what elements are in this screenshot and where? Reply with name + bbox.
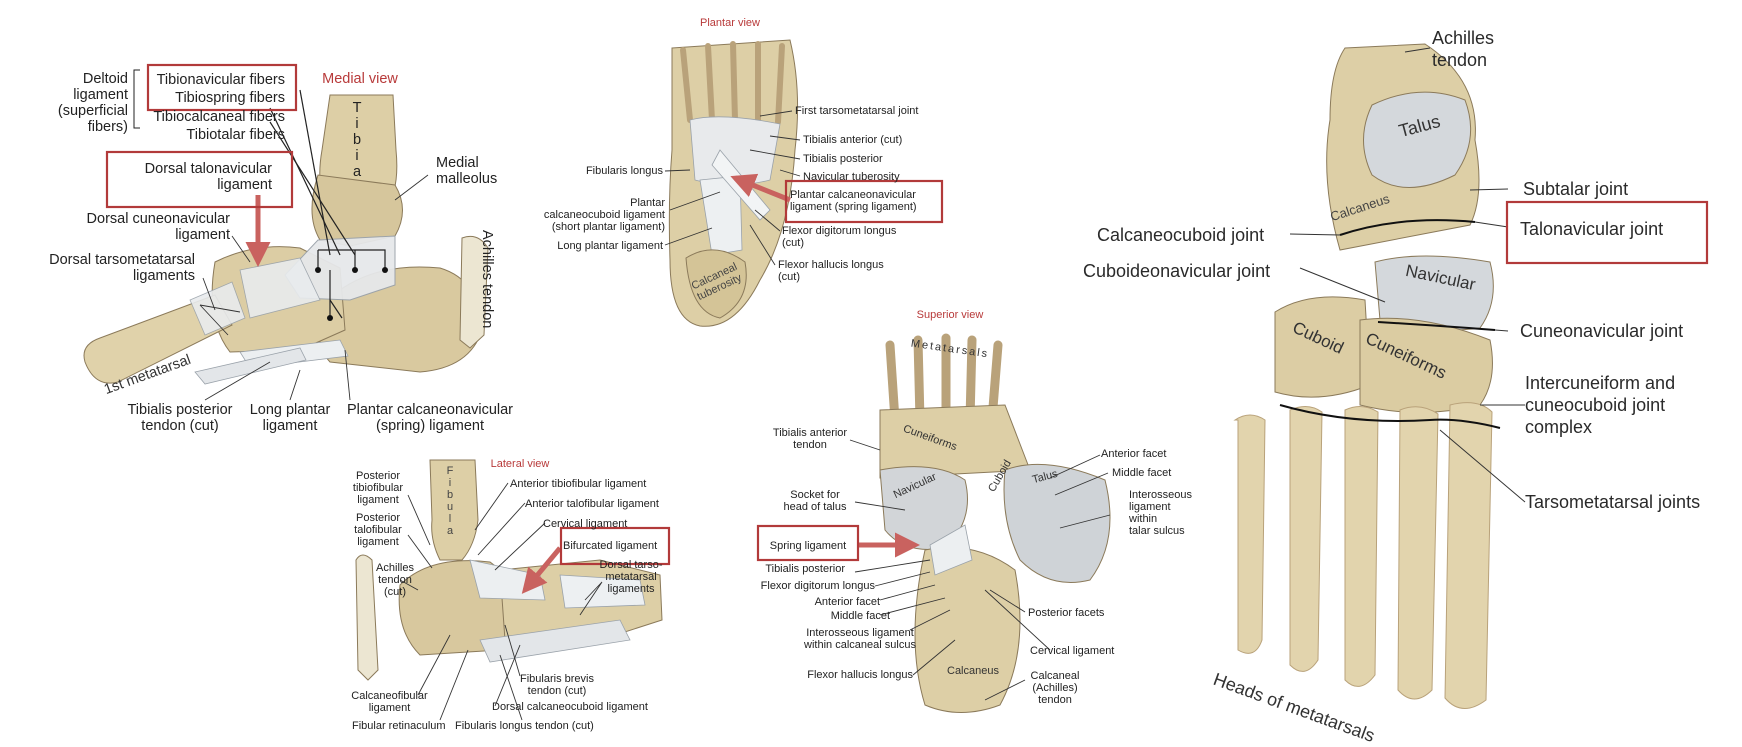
subtalar-joint-label: Subtalar joint	[1523, 179, 1629, 199]
deltoid-ligament-label: Deltoid ligament (superficial fibers)	[57, 71, 128, 135]
highlight-boxes	[105, 63, 1709, 566]
medial-view-illustration	[83, 69, 489, 401]
box-dorsal-talonavicular	[105, 150, 294, 209]
calcaneal-tuberosity-bone	[685, 249, 747, 319]
superior-view-title: Superior view	[916, 309, 984, 321]
fhl-plantar-label: Flexor hallucis longus (cut)	[778, 259, 884, 283]
box-tibio-fibers	[146, 63, 298, 112]
calcaneofibular-label: Calcaneofibular ligament	[351, 690, 428, 714]
tibialis-posterior-plantar-label: Tibialis posterior	[803, 153, 883, 165]
interosseous-talar-sulcus-label: Interosseous ligament within talar sulcu…	[1129, 489, 1192, 537]
plantar-view-title: Plantar view	[700, 17, 760, 29]
tibia-bone-text: T i b i a	[352, 100, 362, 180]
anterior-facet-right-label: Anterior facet	[1101, 448, 1167, 460]
fhl-superior-label: Flexor hallucis longus	[807, 669, 913, 681]
fdl-superior-label: Flexor digitorum longus	[760, 580, 875, 592]
fibula-bone	[429, 459, 479, 561]
dorsal-tarsometatarsal-lateral-label: Dorsal tarso- metatarsal ligaments	[599, 559, 663, 595]
tibiotalar-fibers-label: Tibiotalar fibers	[186, 127, 285, 143]
tibialis-posterior-superior-label: Tibialis posterior	[765, 563, 845, 575]
fdl-plantar-label: Flexor digitorum longus (cut)	[782, 225, 897, 249]
tarsometatarsal-joints-label: Tarsometatarsal joints	[1525, 492, 1701, 512]
achilles-tendon-lateral-label: Achilles tendon (cut)	[376, 562, 414, 598]
first-tarsometatarsal-joint-label: First tarsometatarsal joint	[795, 105, 919, 117]
box-spring-plantar	[784, 179, 944, 224]
medial-malleolus-label: Medial malleolus	[436, 155, 498, 187]
superior-calcaneus	[914, 547, 1021, 713]
talonavicular-joint-label: Talonavicular joint	[1520, 219, 1664, 239]
box-bifurcated	[559, 526, 671, 566]
plantar-calcaneonavicular-label: Plantar calcaneonavicular (spring) ligam…	[346, 402, 514, 434]
calcaneocuboid-joint-label: Calcaneocuboid joint	[1097, 225, 1265, 245]
dorsal-tarsometatarsal-label: Dorsal tarsometatarsal ligaments	[49, 252, 195, 284]
calcaneal-achilles-tendon-label: Calcaneal (Achilles) tendon	[1030, 670, 1080, 706]
lateral-view-title: Lateral view	[490, 458, 550, 470]
tibiocalcaneal-fibers-label: Tibiocalcaneal fibers	[153, 109, 285, 125]
lateral-view-illustration	[355, 459, 663, 721]
fibularis-brevis-label: Fibularis brevis tendon (cut)	[520, 673, 594, 697]
dorsal-cuneonavicular-label: Dorsal cuneonavicular ligament	[86, 211, 230, 243]
plantar-calcaneocuboid-label: Plantar calcaneocuboid ligament (short p…	[543, 197, 665, 233]
anterior-talofibular-label: Anterior talofibular ligament	[525, 498, 659, 510]
posterior-tibiofibular-label: Posterior tibiofibular ligament	[352, 470, 404, 506]
posterior-facets-label: Posterior facets	[1028, 607, 1105, 619]
medial-malleolus-bone	[311, 174, 403, 247]
cuboideonavicular-joint-label: Cuboideonavicular joint	[1083, 261, 1271, 281]
anterior-facet-left-label: Anterior facet	[814, 596, 880, 608]
socket-for-head-of-talus-label: Socket for head of talus	[783, 489, 847, 513]
joints-view-illustration	[1233, 43, 1526, 709]
dorsal-calcaneocuboid-label: Dorsal calcaneocuboid ligament	[492, 701, 648, 713]
joints-talus-bone	[1363, 91, 1472, 188]
middle-facet-right-label: Middle facet	[1112, 467, 1172, 479]
navicular-tuberosity-label: Navicular tuberosity	[803, 171, 900, 183]
fibula-bone-text: F i b u l a	[446, 465, 454, 537]
cervical-ligament-superior-label: Cervical ligament	[1030, 645, 1115, 657]
cervical-ligament-lateral-label: Cervical ligament	[543, 518, 628, 530]
superior-talus	[1003, 463, 1111, 583]
achilles-tendon-label-medial: Achilles tendon	[479, 230, 495, 329]
fibularis-longus-tendon-label: Fibularis longus tendon (cut)	[455, 720, 594, 732]
anterior-tibiofibular-label: Anterior tibiofibular ligament	[510, 478, 647, 490]
lateral-achilles-tendon	[355, 554, 379, 681]
tibialis-anterior-cut-label: Tibialis anterior (cut)	[803, 134, 903, 146]
box-talonavicular	[1505, 200, 1709, 265]
tibiospring-fibers-label: Tibiospring fibers	[175, 90, 285, 106]
dorsal-talonavicular-label: Dorsal talonavicular ligament	[144, 161, 272, 193]
intercuneiform-cuneocuboid-label: Intercuneiform and cuneocuboid joint com…	[1525, 373, 1676, 437]
fibular-retinaculum-label: Fibular retinaculum	[352, 720, 446, 732]
superior-view-illustration	[849, 333, 1111, 713]
tibionavicular-fibers-label: Tibionavicular fibers	[156, 72, 285, 88]
cuneonavicular-joint-label: Cuneonavicular joint	[1520, 321, 1684, 341]
achilles-tendon-medial	[459, 235, 489, 349]
medial-view-title: Medial view	[322, 71, 398, 87]
posterior-talofibular-label: Posterior talofibular ligament	[354, 512, 402, 548]
long-plantar-ligament-label: Long plantar ligament	[249, 402, 331, 434]
bifurcated-ligament-label: Bifurcated ligament	[563, 540, 658, 552]
box-spring-superior	[756, 524, 860, 562]
tibialis-posterior-tendon-label: Tibialis posterior tendon (cut)	[127, 402, 233, 434]
middle-facet-left-label: Middle facet	[830, 610, 890, 622]
long-plantar-ligament-plantar-label: Long plantar ligament	[557, 240, 663, 252]
calcaneus-superior-text: Calcaneus	[947, 665, 999, 677]
spring-ligament-superior-label: Spring ligament	[769, 540, 847, 552]
interosseous-calcaneal-sulcus-label: Interosseous ligament within calcaneal s…	[804, 627, 916, 651]
plantar-view-illustration	[664, 39, 801, 327]
fibularis-longus-plantar-label: Fibularis longus	[585, 165, 663, 177]
achilles-tendon-joints-label: Achilles tendon	[1432, 28, 1495, 70]
spring-ligament-plantar-label: Plantar calcaneonavicular ligament (spri…	[790, 189, 917, 213]
tibialis-anterior-tendon-label: Tibialis anterior tendon	[772, 427, 848, 451]
